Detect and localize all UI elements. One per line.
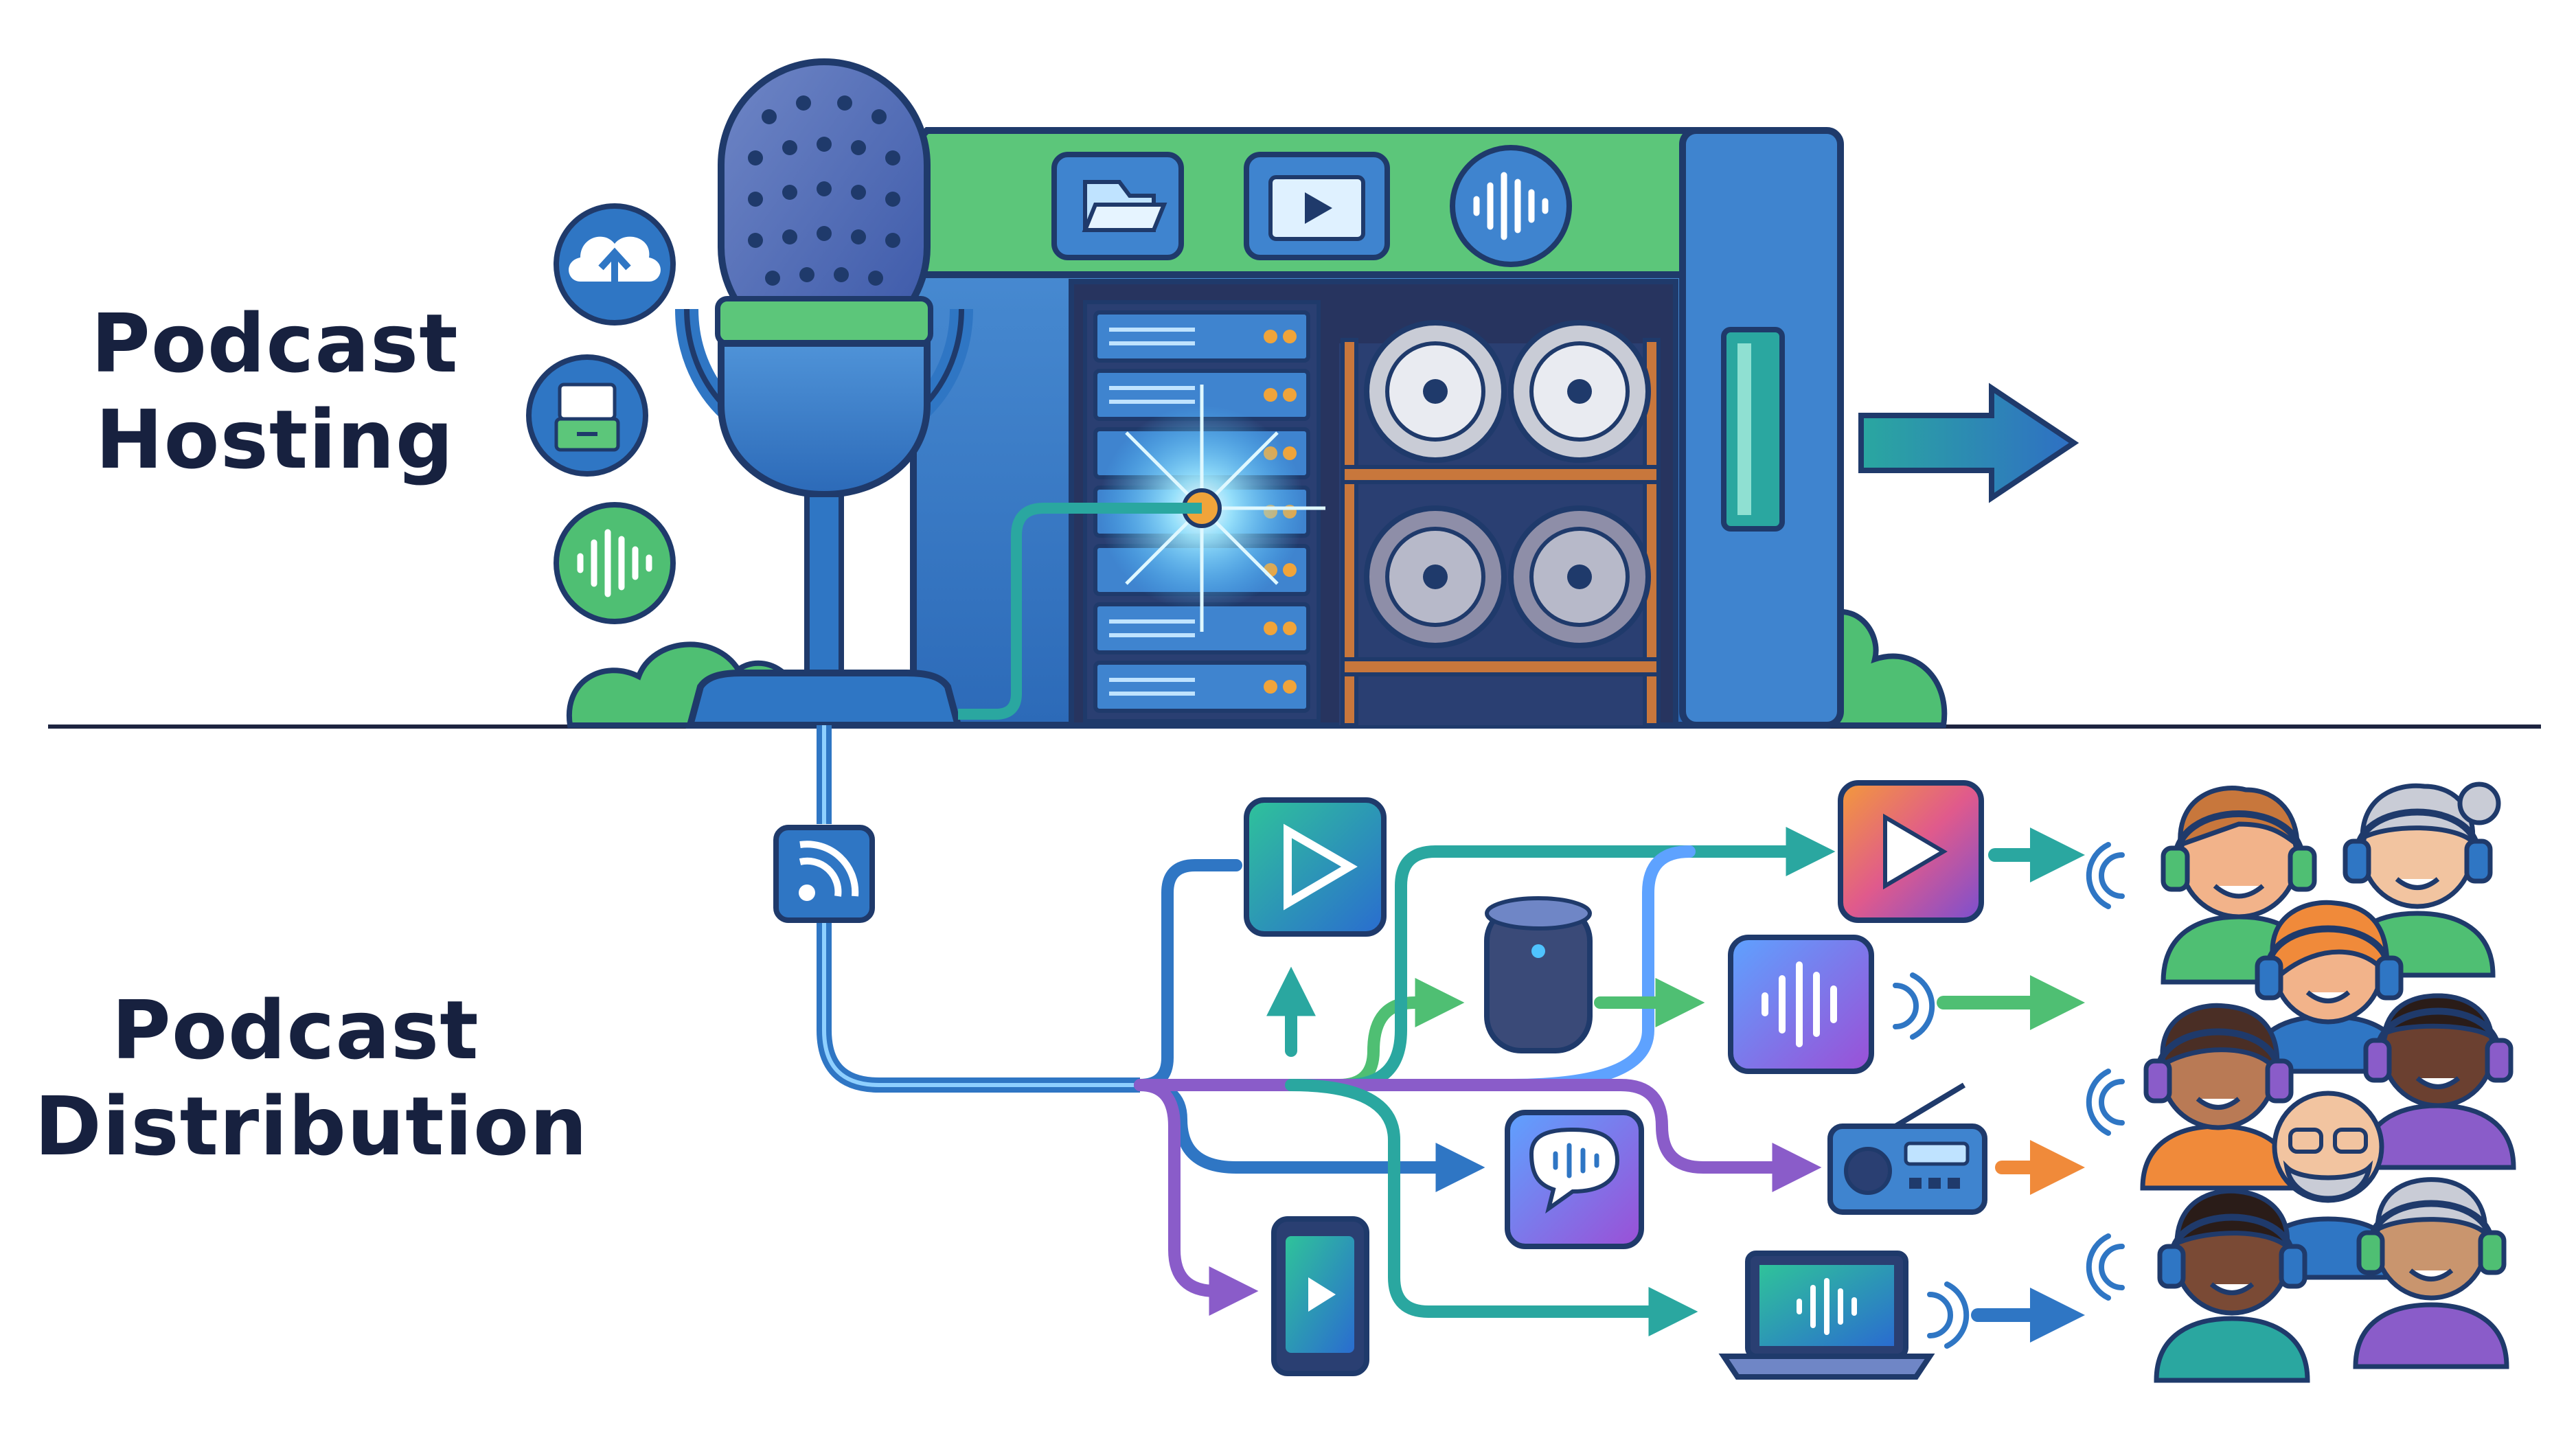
podcast-distribution-label: Podcast Distribution <box>34 982 589 1174</box>
audience <box>2140 781 2516 1383</box>
cloud-upload-icon <box>554 203 676 326</box>
listener-8 <box>2353 1177 2509 1369</box>
tape-reel-2 <box>1508 320 1651 463</box>
audience-arrows <box>1937 828 2085 1343</box>
signal-waves <box>1893 842 2125 1349</box>
radio-icon <box>1827 1082 1987 1215</box>
chat-bubble-icon <box>1505 1110 1644 1249</box>
distribution-paths <box>1134 827 1836 1336</box>
file-cabinet-icon <box>526 354 648 477</box>
distribution-line-1: Podcast <box>111 983 479 1077</box>
hosting-line-1: Podcast <box>91 296 459 391</box>
mic-server-cable <box>958 503 1202 720</box>
microphone <box>675 58 973 729</box>
listener-3 <box>2250 900 2406 1074</box>
play-store-icon <box>1244 797 1387 937</box>
phone-play-icon <box>1271 1216 1369 1376</box>
tape-reel-1 <box>1364 320 1507 463</box>
hosting-output-arrow <box>1858 383 2079 503</box>
bush-right <box>1810 608 1948 728</box>
video-play-icon <box>1244 152 1390 260</box>
listener-4 <box>2140 1003 2296 1191</box>
tape-reel-3 <box>1364 505 1507 648</box>
server-audio-wave-icon <box>1450 145 1572 267</box>
folder-icon <box>1051 152 1184 260</box>
distribution-line-2: Distribution <box>34 1079 589 1174</box>
laptop-icon <box>1718 1251 1935 1380</box>
listener-5 <box>2360 993 2516 1170</box>
rss-icon <box>773 825 875 923</box>
podcast-app-icon <box>1838 780 1984 923</box>
tape-reel-4 <box>1508 505 1651 648</box>
audio-wave-app-icon <box>1728 935 1874 1074</box>
smart-speaker-icon <box>1484 896 1593 1053</box>
podcast-hosting-label: Podcast Hosting <box>82 295 467 488</box>
side-audio-wave-icon <box>554 502 676 624</box>
listener-7 <box>2154 1188 2310 1383</box>
hosting-line-2: Hosting <box>95 392 455 487</box>
